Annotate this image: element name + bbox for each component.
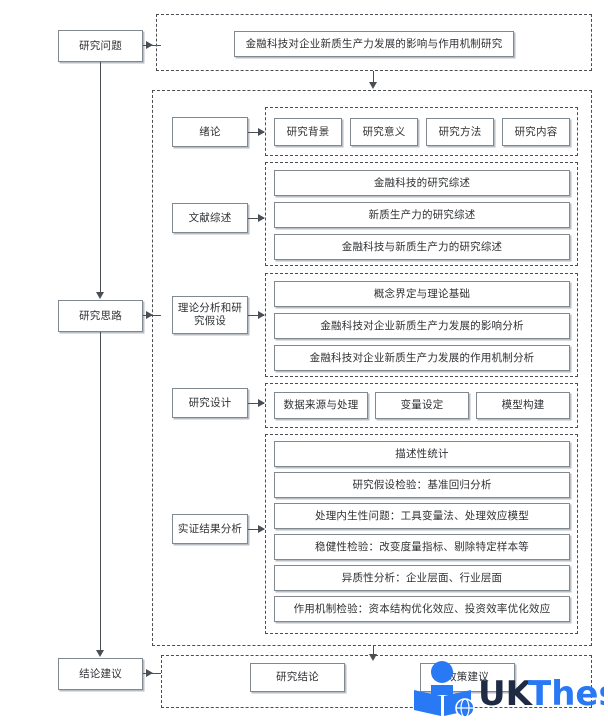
conclusion-container — [161, 655, 592, 708]
stage-box-research-question[interactable]: 研究问题 — [58, 30, 143, 62]
item-box[interactable]: 变量设定 — [375, 392, 469, 419]
stage-box-research-approach[interactable]: 研究思路 — [58, 300, 143, 332]
topic-container — [156, 14, 592, 71]
section-link-arrow-3 — [258, 311, 265, 319]
section-label-empirical-analysis[interactable]: 实证结果分析 — [172, 514, 248, 544]
item-box[interactable]: 金融科技与新质生产力的研究综述 — [274, 234, 570, 260]
stage-spine-arrow-upper — [96, 292, 104, 299]
item-box[interactable]: 处理内生性问题：工具变量法、处理效应模型 — [274, 503, 570, 529]
section-link-line-3 — [248, 315, 264, 317]
section-label-research-design[interactable]: 研究设计 — [172, 388, 248, 418]
section-link-arrow-1 — [258, 128, 265, 136]
item-box[interactable]: 描述性统计 — [274, 441, 570, 467]
stage-link-arrow-1 — [146, 41, 153, 49]
section-link-arrow-5 — [258, 525, 265, 533]
main-container — [152, 90, 592, 646]
section-link-line-1 — [248, 132, 264, 134]
section-container-theory-hypothesis — [265, 273, 578, 377]
section-link-arrow-2 — [258, 214, 265, 222]
item-box[interactable]: 概念界定与理论基础 — [274, 281, 570, 307]
item-box[interactable]: 研究结论 — [250, 663, 345, 692]
stage-spine-line-lower — [100, 332, 102, 650]
stage-spine-arrow-lower — [96, 650, 104, 657]
item-box[interactable]: 研究假设检验：基准回归分析 — [274, 472, 570, 498]
item-box[interactable]: 新质生产力的研究综述 — [274, 202, 570, 228]
item-box[interactable]: 研究背景 — [274, 118, 342, 146]
stage-spine-line-upper — [100, 62, 102, 292]
section-label-literature-review[interactable]: 文献综述 — [172, 203, 248, 233]
main-to-conclusion-line — [373, 646, 375, 656]
item-box[interactable]: 数据来源与处理 — [274, 392, 368, 419]
stage-link-arrow-3 — [146, 669, 153, 677]
topic-box[interactable]: 金融科技对企业新质生产力发展的影响与作用机制研究 — [234, 31, 514, 57]
item-box[interactable]: 政策建议 — [420, 663, 515, 692]
item-box[interactable]: 研究意义 — [350, 118, 418, 146]
item-box[interactable]: 模型构建 — [476, 392, 570, 419]
section-label-theory-hypothesis[interactable]: 理论分析和研究假设 — [172, 296, 248, 334]
item-box[interactable]: 研究方法 — [426, 118, 494, 146]
section-container-introduction — [265, 107, 578, 156]
item-box[interactable]: 金融科技的研究综述 — [274, 170, 570, 196]
item-box[interactable]: 作用机制检验：资本结构优化效应、投资效率优化效应 — [274, 596, 570, 622]
item-box[interactable]: 异质性分析：企业层面、行业层面 — [274, 565, 570, 591]
topic-to-main-arrow — [369, 82, 377, 89]
stage-link-arrow-2 — [146, 311, 153, 319]
item-box[interactable]: 金融科技对企业新质生产力发展的影响分析 — [274, 313, 570, 339]
item-box[interactable]: 研究内容 — [502, 118, 570, 146]
main-to-conclusion-arrow — [369, 654, 377, 661]
section-container-empirical-analysis — [265, 434, 578, 634]
section-link-arrow-4 — [258, 399, 265, 407]
item-box[interactable]: 金融科技对企业新质生产力发展的作用机制分析 — [274, 345, 570, 371]
section-container-research-design — [265, 383, 578, 428]
section-label-introduction[interactable]: 绪论 — [172, 117, 248, 147]
topic-to-main-line — [373, 71, 375, 83]
stage-box-conclusion[interactable]: 结论建议 — [58, 658, 143, 690]
section-container-literature-review — [265, 162, 578, 266]
section-link-line-2 — [248, 218, 264, 220]
item-box[interactable]: 稳健性检验：改变度量指标、剔除特定样本等 — [274, 534, 570, 560]
section-link-line-5 — [248, 529, 264, 531]
section-link-line-4 — [248, 403, 264, 405]
